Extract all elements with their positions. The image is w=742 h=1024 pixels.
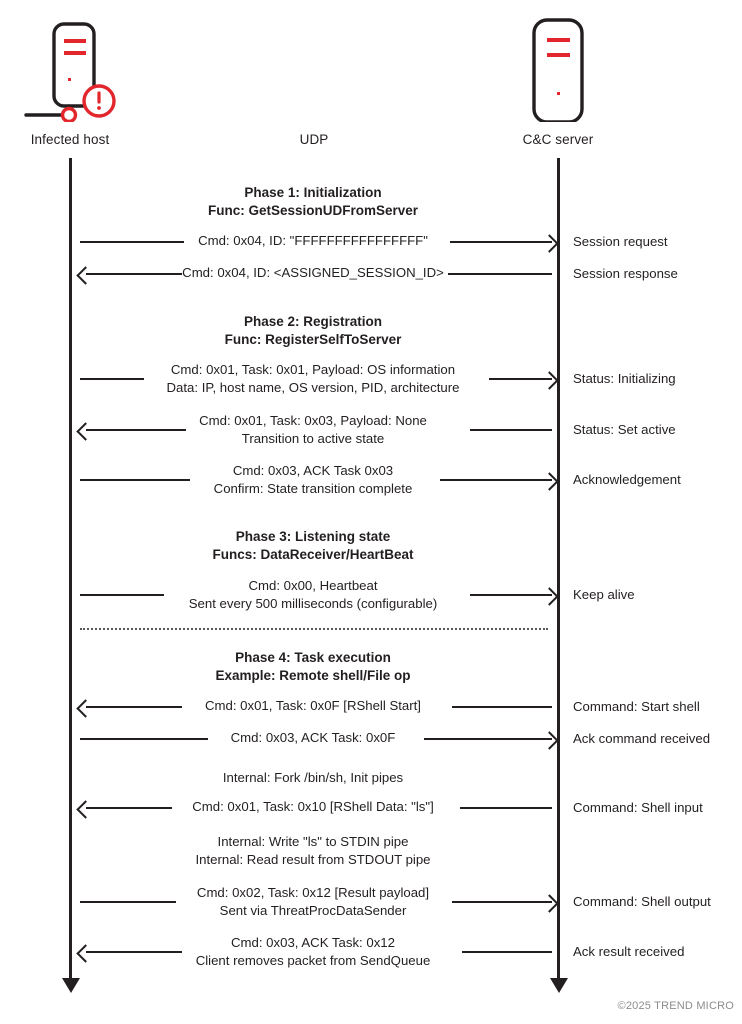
message-text-6: Cmd: 0x01, Task: 0x0F [RShell Start] <box>80 697 546 715</box>
message-line-left-2 <box>80 378 144 380</box>
message-text-1: Cmd: 0x04, ID: <ASSIGNED_SESSION_ID> <box>80 264 546 282</box>
phase-subtitle-2: Func: RegisterSelfToServer <box>224 331 402 347</box>
message-line-right-8 <box>460 807 552 809</box>
message-text-2: Cmd: 0x01, Task: 0x01, Payload: OS infor… <box>80 361 546 397</box>
message-line-right-5 <box>470 594 552 596</box>
message-line1-9: Cmd: 0x02, Task: 0x12 [Result payload] <box>196 885 430 900</box>
message-line-left-0 <box>80 241 184 243</box>
message-line1-6: Cmd: 0x01, Task: 0x0F [RShell Start] <box>205 698 421 713</box>
phase-subtitle-4: Example: Remote shell/File op <box>215 667 411 683</box>
message-line-left-6 <box>86 706 182 708</box>
message-line-left-8 <box>86 807 172 809</box>
message-line1-7: Cmd: 0x03, ACK Task: 0x0F <box>230 730 396 745</box>
message-text-3: Cmd: 0x01, Task: 0x03, Payload: None Tra… <box>80 412 546 448</box>
message-line-right-2 <box>489 378 552 380</box>
internal-note-line1-0: Internal: Fork /bin/sh, Init pipes <box>222 770 404 785</box>
message-line1-3: Cmd: 0x01, Task: 0x03, Payload: None <box>199 413 427 428</box>
message-line-right-0 <box>450 241 552 243</box>
message-line2-2: Data: IP, host name, OS version, PID, ar… <box>166 380 460 395</box>
internal-note-line2-1: Internal: Read result from STDOUT pipe <box>195 852 431 867</box>
message-note-1: Session response <box>573 266 678 281</box>
message-line-right-4 <box>440 479 552 481</box>
message-line2-4: Confirm: State transition complete <box>213 481 413 496</box>
message-line-right-10 <box>462 951 552 953</box>
message-text-5: Cmd: 0x00, Heartbeat Sent every 500 mill… <box>80 577 546 613</box>
message-line1-10: Cmd: 0x03, ACK Task: 0x12 <box>231 935 395 950</box>
message-line-right-1 <box>448 273 552 275</box>
message-line-left-10 <box>86 951 182 953</box>
infected-server-icon <box>20 14 130 124</box>
message-note-9: Command: Shell output <box>573 894 711 909</box>
message-line-left-7 <box>80 738 208 740</box>
copyright-footer: ©2025 TREND MICRO <box>617 1000 734 1012</box>
phase-subtitle-3: Funcs: DataReceiver/HeartBeat <box>212 546 414 562</box>
phase-title-2: Phase 2: Registration <box>243 314 383 329</box>
message-note-6: Command: Start shell <box>573 699 700 714</box>
message-line-right-6 <box>452 706 552 708</box>
message-note-8: Command: Shell input <box>573 800 703 815</box>
message-line1-2: Cmd: 0x01, Task: 0x01, Payload: OS infor… <box>170 362 456 377</box>
message-line-left-1 <box>86 273 182 275</box>
message-line-left-3 <box>86 429 186 431</box>
message-line1-1: Cmd: 0x04, ID: <ASSIGNED_SESSION_ID> <box>182 265 444 280</box>
message-text-9: Cmd: 0x02, Task: 0x12 [Result payload] S… <box>80 884 546 920</box>
server-icon <box>523 14 593 124</box>
message-line1-5: Cmd: 0x00, Heartbeat <box>248 578 378 593</box>
internal-note-1: Internal: Write "ls" to STDIN pipe Inter… <box>80 833 546 869</box>
lifeline-arrow-infected-host <box>61 978 80 993</box>
message-line-right-7 <box>424 738 552 740</box>
message-note-2: Status: Initializing <box>573 371 676 386</box>
lifeline-infected-host <box>69 158 72 980</box>
message-line-left-4 <box>80 479 190 481</box>
message-note-5: Keep alive <box>573 587 635 602</box>
message-note-7: Ack command received <box>573 731 711 746</box>
actor-label-right: C&C server <box>522 132 594 147</box>
message-line2-3: Transition to active state <box>241 431 385 446</box>
internal-note-line1-1: Internal: Write "ls" to STDIN pipe <box>217 834 409 849</box>
lifeline-arrow-cc-server <box>549 978 568 993</box>
phase-separator <box>80 628 548 630</box>
phase-title-3: Phase 3: Listening state <box>235 529 391 544</box>
message-line-left-9 <box>80 901 176 903</box>
phase-heading-4: Phase 4: Task execution Example: Remote … <box>80 649 546 684</box>
actor-label-left: Infected host <box>30 132 110 147</box>
message-text-7: Cmd: 0x03, ACK Task: 0x0F <box>80 729 546 747</box>
message-text-10: Cmd: 0x03, ACK Task: 0x12 Client removes… <box>80 934 546 970</box>
phase-heading-3: Phase 3: Listening state Funcs: DataRece… <box>80 528 546 563</box>
message-text-0: Cmd: 0x04, ID: "FFFFFFFFFFFFFFFF" <box>80 232 546 250</box>
phase-heading-1: Phase 1: Initialization Func: GetSession… <box>80 184 546 219</box>
message-text-4: Cmd: 0x03, ACK Task 0x03 Confirm: State … <box>80 462 546 498</box>
message-line-right-3 <box>470 429 552 431</box>
message-line2-9: Sent via ThreatProcDataSender <box>219 903 407 918</box>
message-line1-4: Cmd: 0x03, ACK Task 0x03 <box>232 463 394 478</box>
message-line1-0: Cmd: 0x04, ID: "FFFFFFFFFFFFFFFF" <box>198 233 428 248</box>
message-line2-5: Sent every 500 milliseconds (configurabl… <box>188 596 438 611</box>
message-line-left-5 <box>80 594 164 596</box>
message-text-8: Cmd: 0x01, Task: 0x10 [RShell Data: "ls"… <box>80 798 546 816</box>
message-line1-8: Cmd: 0x01, Task: 0x10 [RShell Data: "ls"… <box>192 799 434 814</box>
message-line2-10: Client removes packet from SendQueue <box>195 953 431 968</box>
message-note-4: Acknowledgement <box>573 472 681 487</box>
phase-title-4: Phase 4: Task execution <box>235 650 391 665</box>
lifeline-cc-server <box>557 158 560 980</box>
phase-title-1: Phase 1: Initialization <box>244 185 382 200</box>
message-note-3: Status: Set active <box>573 422 676 437</box>
phase-heading-2: Phase 2: Registration Func: RegisterSelf… <box>80 313 546 348</box>
internal-note-0: Internal: Fork /bin/sh, Init pipes <box>80 769 546 787</box>
message-note-0: Session request <box>573 234 668 249</box>
message-line-right-9 <box>452 901 552 903</box>
phase-subtitle-1: Func: GetSessionUDFromServer <box>207 202 419 218</box>
actor-label-middle: UDP <box>299 132 329 147</box>
message-note-10: Ack result received <box>573 944 685 959</box>
